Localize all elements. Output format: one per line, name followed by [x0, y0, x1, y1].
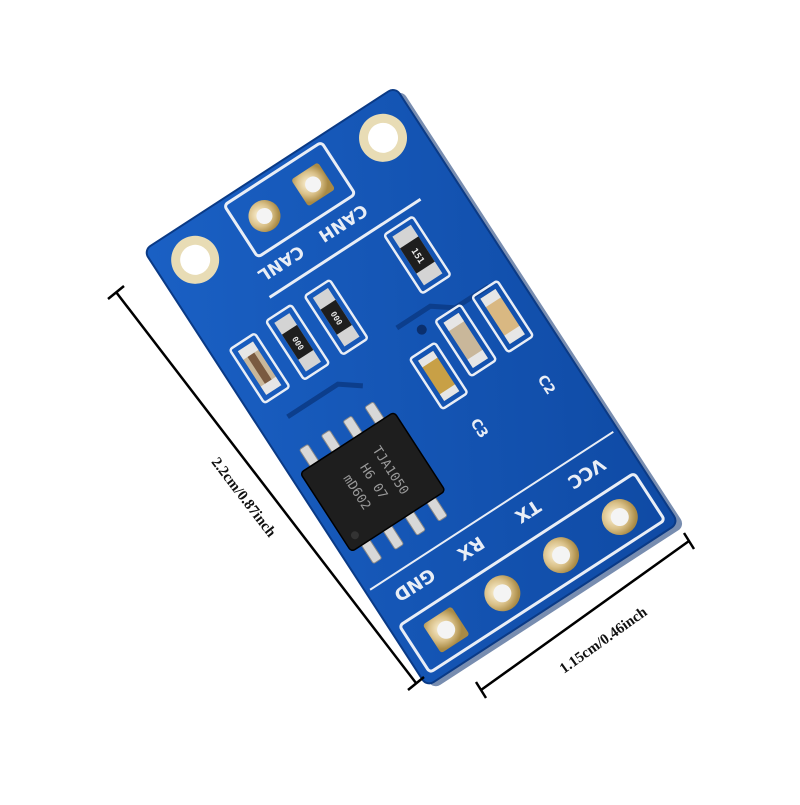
- width-label: 1.15cm/0.46inch: [557, 604, 651, 677]
- pcb-board: CANH CANL 000 000 151: [145, 88, 683, 687]
- pin-tx-pad: [543, 537, 580, 574]
- resistor-r1-151: 151: [383, 216, 451, 294]
- mounting-hole-right: [359, 113, 408, 162]
- pin-vcc-pad: [601, 499, 638, 536]
- resistor-r3: 000: [304, 279, 368, 355]
- tja1050-chip: TJA1050 H6 07 mD602: [300, 412, 445, 552]
- power-header-outline: [399, 473, 665, 673]
- pcb-substrate: [145, 88, 677, 685]
- pin-gnd-pad: [423, 607, 469, 653]
- resistor-r1: [229, 333, 290, 404]
- capacitor-c2: [471, 280, 534, 353]
- pin-rx-pad: [484, 575, 521, 612]
- mounting-hole-left: [171, 235, 220, 284]
- capacitor-c1: [435, 304, 497, 377]
- length-label: 2.2cm/0.87inch: [208, 455, 279, 541]
- can-header-pin-1: [248, 199, 281, 232]
- can-header-outline: [224, 142, 356, 258]
- resistor-r2: 000: [265, 304, 330, 380]
- can-header-pin-2: [292, 163, 335, 206]
- capacitor-c3: [409, 342, 468, 410]
